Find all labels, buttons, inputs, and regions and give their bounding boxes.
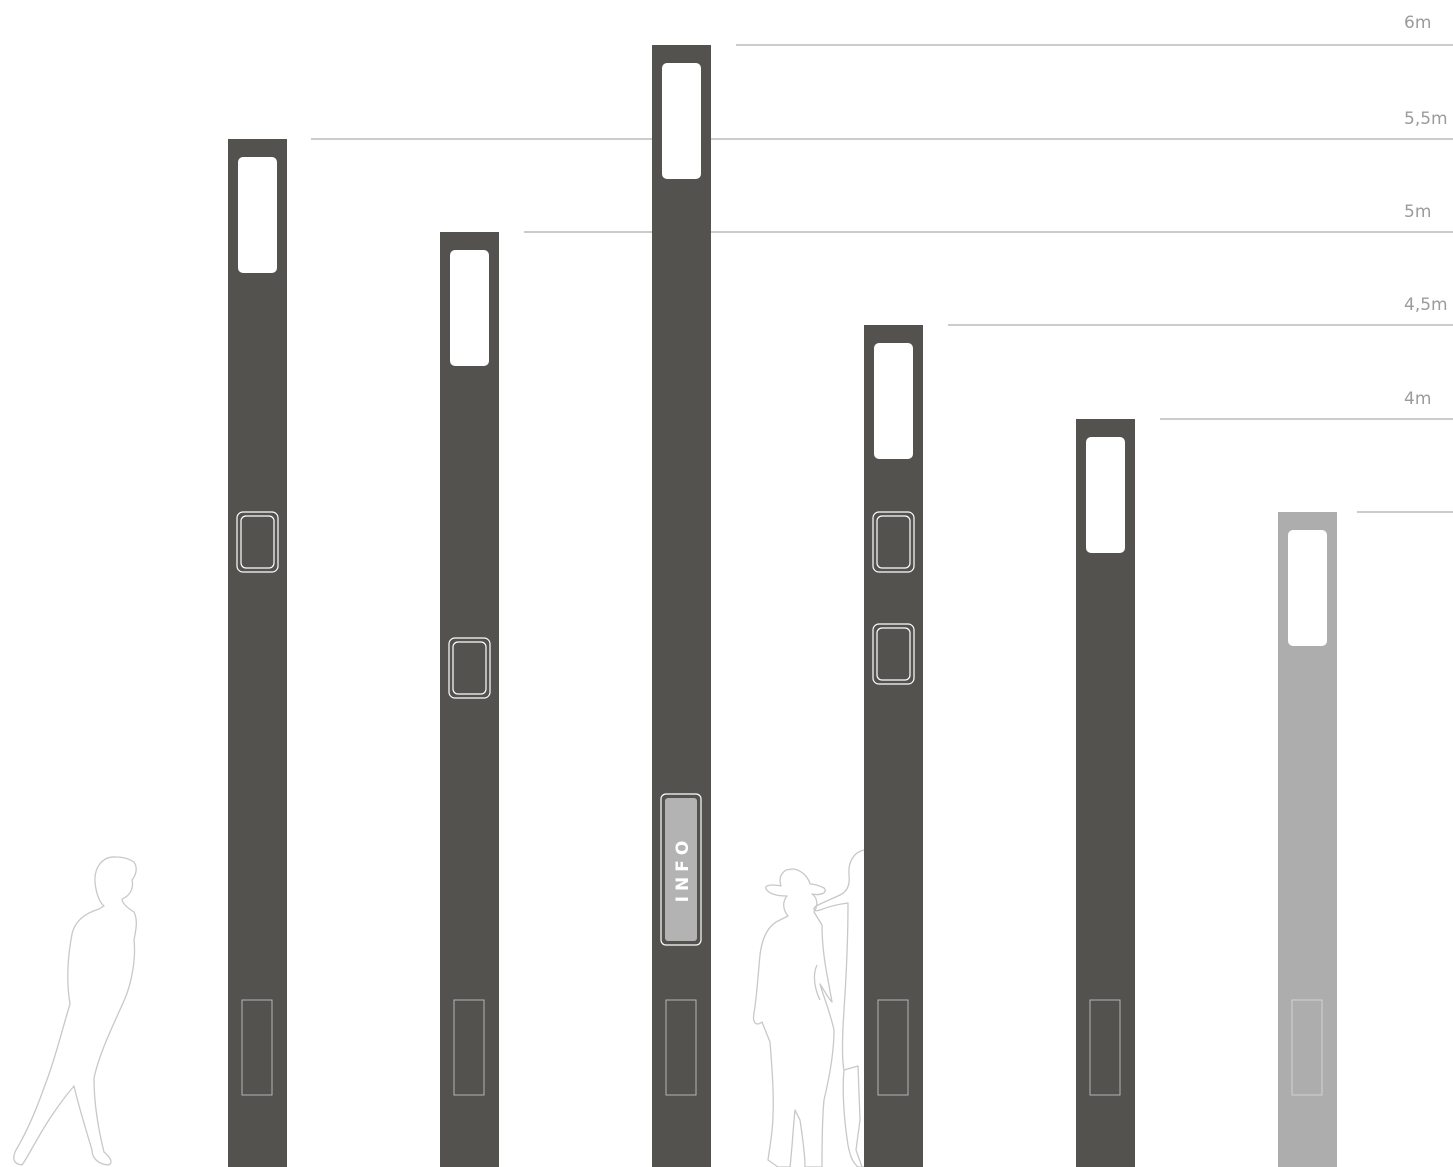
- height-label-4-5m: 4,5m: [1404, 295, 1448, 315]
- height-label-6m: 6m: [1404, 13, 1431, 33]
- walking-person-silhouette: [13, 856, 137, 1166]
- pole-2-door: [453, 999, 485, 1096]
- pole-3: INFO: [652, 45, 711, 1167]
- pole-6-door: [1291, 999, 1323, 1096]
- pole-4-lamp: [874, 343, 913, 459]
- pole-4-body: [864, 325, 923, 1167]
- pole-3-lamp: [662, 63, 701, 179]
- info-sign-panel: [665, 798, 697, 941]
- pole-5: [1076, 419, 1135, 1167]
- pole-1-lamp: [238, 157, 277, 273]
- pole-1-door: [241, 999, 273, 1096]
- pole-3-door: [665, 999, 697, 1096]
- pole-1-frame: [236, 511, 279, 573]
- pole-4: [864, 325, 923, 1167]
- pole-3-body: [652, 45, 711, 1167]
- person-with-hat-silhouette: [752, 868, 835, 1167]
- pole-4-frame-lower: [872, 623, 915, 685]
- height-label-4m: 4m: [1404, 389, 1431, 409]
- height-label-5-5m: 5,5m: [1404, 109, 1448, 129]
- pole-6-lamp: [1288, 530, 1327, 646]
- pole-1: [228, 139, 287, 1167]
- pole-2-lamp: [450, 250, 489, 366]
- pole-1-body: [228, 139, 287, 1167]
- pole-5-lamp: [1086, 437, 1125, 553]
- second-person-silhouette: [813, 849, 865, 1167]
- pole-2: [440, 232, 499, 1167]
- pole-6: [1278, 512, 1337, 1167]
- pole-2-body: [440, 232, 499, 1167]
- second-person-leg: [843, 1065, 863, 1167]
- pole-4-door: [877, 999, 909, 1096]
- info-sign: INFO: [660, 793, 702, 946]
- pole-4-frame-upper: [872, 511, 915, 573]
- pole-5-door: [1089, 999, 1121, 1096]
- pole-2-frame: [448, 637, 491, 699]
- height-label-5m: 5m: [1404, 202, 1431, 222]
- info-sign-text: INFO: [673, 836, 693, 903]
